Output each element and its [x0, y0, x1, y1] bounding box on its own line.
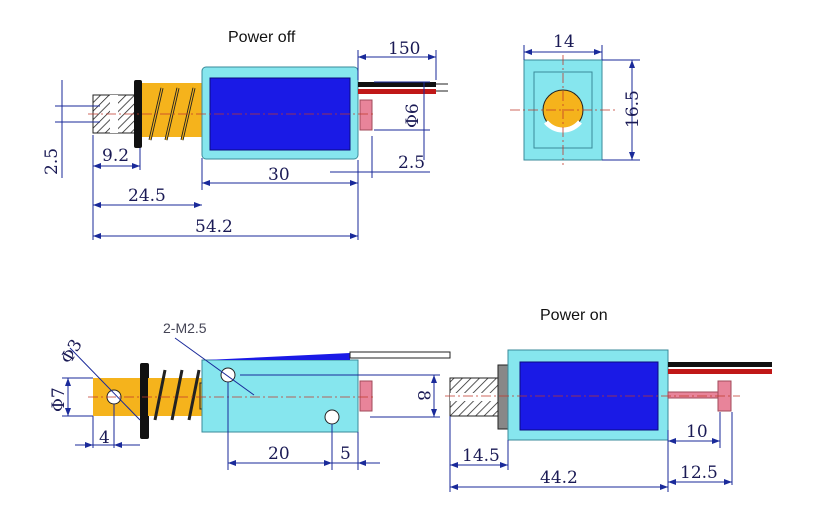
power-on-view: Power on 10 14.5 44.2 12.5: [445, 307, 772, 492]
power-off-title: Power off: [228, 29, 296, 46]
side-wire: [349, 351, 451, 359]
dim-total-length: 54.2: [195, 217, 233, 237]
black-wire: [358, 82, 436, 87]
dim-plunger-length: 24.5: [128, 186, 166, 206]
dim-end-length: 9.2: [102, 146, 129, 166]
dim-diameter-6: Φ6: [403, 103, 423, 128]
dim-plunger-diameter: Φ7: [49, 387, 69, 412]
dim-stroke: 10: [686, 422, 708, 442]
dim-plunger-offset: 2.5: [398, 153, 425, 173]
power-off-view: Power off 150 Φ6 2.5 30 9.2 24.5 54.2 2.…: [42, 29, 448, 240]
red-wire: [358, 89, 436, 94]
dim-wire-length: 150: [388, 39, 420, 59]
dim-on-total-length: 44.2: [540, 468, 578, 488]
dim-end-width: 14: [553, 32, 575, 52]
side-washer: [140, 363, 149, 439]
dim-slot-width: 2.5: [42, 148, 62, 175]
dim-plunger-out: 12.5: [680, 463, 718, 483]
on-plunger-rod: [667, 391, 721, 399]
dim-height: 8: [413, 390, 433, 401]
dim-end-height: 16.5: [623, 90, 643, 128]
side-view: Φ3 Φ7 4 2-M2.5 20 5 8: [49, 320, 451, 470]
dim-hole-edge: 5: [340, 444, 351, 464]
dim-hole-spacing: 20: [268, 444, 290, 464]
power-on-title: Power on: [540, 307, 608, 324]
mount-hole: [324, 409, 340, 425]
plunger-tip: [359, 99, 373, 131]
dim-hole-diameter: Φ3: [57, 336, 87, 367]
dim-on-end-length: 14.5: [462, 446, 500, 466]
end-view: 14 16.5: [510, 32, 643, 165]
dim-hole-offset: 4: [99, 428, 110, 448]
mount-holes-label: 2-M2.5: [163, 320, 207, 336]
dim-body-length: 30: [268, 165, 290, 185]
